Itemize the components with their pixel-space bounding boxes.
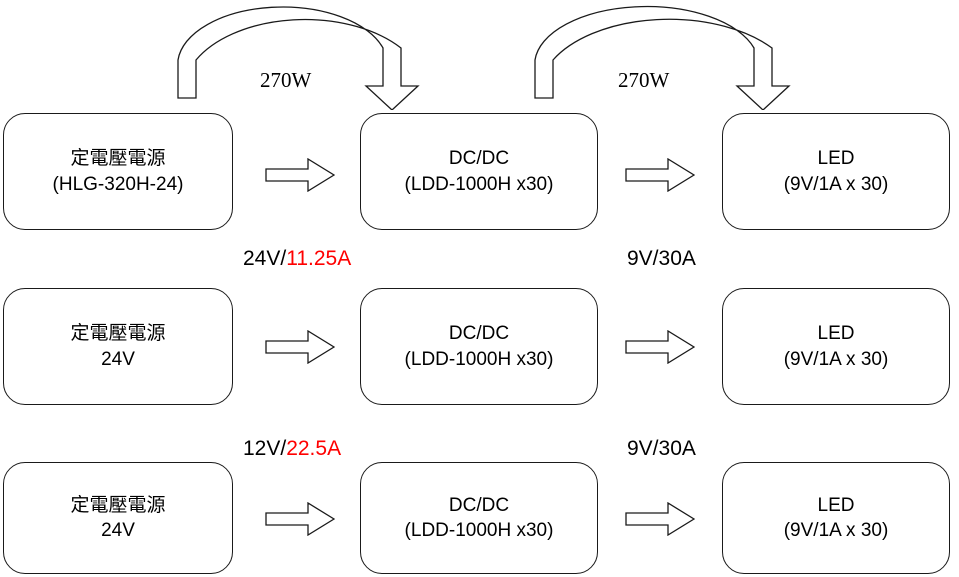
curved-arrow-left [177,6,420,110]
curve-label-left: 270W [260,68,312,92]
row-3-link-label-left: 12V/22.5A [243,437,341,461]
row-2-led-line-2: (9V/1A x 30) [783,348,889,370]
row-3-led-box[interactable]: LED (9V/1A x 30) [722,462,950,574]
row-1-dcdc-box[interactable]: DC/DC (LDD-1000H x30) [360,113,598,230]
row-2-dcdc-line-2: (LDD-1000H x30) [404,348,554,370]
row-3-source-line-1: 定電壓電源 [70,493,166,516]
row-2-link-label-left: 24V/11.25A [243,247,351,271]
row-1-led-line-2: (9V/1A x 30) [783,173,889,195]
row-1-dcdc-line-2: (LDD-1000H x30) [404,173,554,195]
row-1-led-line-1: LED [817,148,855,170]
row-3-arrow-source-to-dcdc [265,502,335,536]
row-2-led-box[interactable]: LED (9V/1A x 30) [722,288,950,405]
row-3-link-label-right-black: 9V/30A [627,437,696,460]
row-1-arrow-dcdc-to-led [625,158,695,192]
row-2-led-line-1: LED [817,323,855,345]
row-2-arrow-source-to-dcdc [265,330,335,364]
row-3-source-box[interactable]: 定電壓電源 24V [3,462,233,574]
row-3-led-line-1: LED [817,494,855,516]
row-3-link-label-left-black: 12V/ [243,437,287,460]
row-1-led-box[interactable]: LED (9V/1A x 30) [722,113,950,230]
row-2-link-label-right: 9V/30A [627,247,696,271]
row-2-source-line-2: 24V [101,348,135,370]
row-3-led-line-2: (9V/1A x 30) [783,520,889,541]
row-2-source-line-1: 定電壓電源 [70,322,166,345]
row-1-source-box[interactable]: 定電壓電源 (HLG-320H-24) [3,113,233,230]
row-1-dcdc-line-1: DC/DC [448,148,510,170]
row-2-source-box[interactable]: 定電壓電源 24V [3,288,233,405]
row-2-link-label-left-black: 24V/ [243,247,287,270]
row-2-arrow-dcdc-to-led [625,330,695,364]
row-1-source-line-2: (HLG-320H-24) [52,173,184,195]
row-3-dcdc-line-1: DC/DC [448,494,510,516]
row-2-dcdc-line-1: DC/DC [448,323,510,345]
curve-label-right: 270W [618,68,670,92]
row-3-link-label-left-red: 22.5A [286,437,342,460]
row-3-source-line-2: 24V [101,520,135,541]
row-3-dcdc-box[interactable]: DC/DC (LDD-1000H x30) [360,462,598,574]
row-2-link-label-right-black: 9V/30A [627,247,696,270]
row-1-arrow-source-to-dcdc [265,158,335,192]
row-2-link-label-left-red: 11.25A [286,247,352,270]
row-2-dcdc-box[interactable]: DC/DC (LDD-1000H x30) [360,288,598,405]
row-3-dcdc-line-2: (LDD-1000H x30) [404,520,554,541]
row-1-source-line-1: 定電壓電源 [70,147,166,170]
curved-arrow-right [534,5,791,110]
row-3-arrow-dcdc-to-led [625,502,695,536]
row-3-link-label-right: 9V/30A [627,437,696,461]
